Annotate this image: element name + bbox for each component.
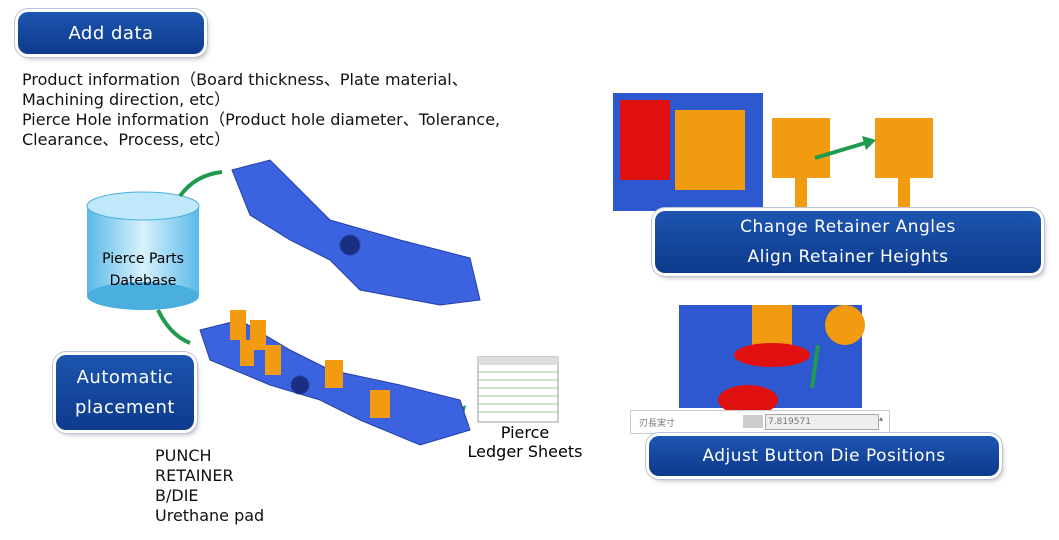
field-label: 刃長実寸	[639, 419, 676, 429]
info-text: Product information（Board thickness、Plat…	[22, 70, 500, 150]
part-item: RETAINER	[155, 466, 234, 485]
spinner-icon[interactable]: ▴	[879, 414, 884, 423]
ledger-label: Pierce Ledger Sheets	[460, 423, 590, 461]
auto-line: Automatic	[76, 366, 174, 388]
part-item: PUNCH	[155, 446, 212, 465]
info-line: Clearance、Process, etc）	[22, 130, 231, 149]
field-mode-icon[interactable]	[743, 415, 763, 428]
info-line: Pierce Hole information（Product hole dia…	[22, 110, 501, 129]
retainer-line: Change Retainer Angles	[740, 217, 956, 237]
info-line: Machining direction, etc）	[22, 90, 231, 109]
retainer-parts-icon	[230, 310, 390, 418]
button-die-image	[679, 305, 865, 415]
part-item: Urethane pad	[155, 506, 265, 525]
add-data-button: Add data	[18, 12, 204, 54]
part-item: B/DIE	[155, 486, 199, 505]
database-label-line: Datebase	[109, 273, 177, 289]
database-label: Pierce Parts Datebase	[87, 248, 199, 292]
ledger-line: Pierce	[500, 423, 550, 442]
database-icon	[86, 191, 200, 310]
add-data-label: Add data	[68, 22, 154, 44]
ledger-sheet-icon	[477, 356, 559, 423]
automatic-placement-button: Automatic placement	[56, 355, 194, 430]
parts-list: PUNCH RETAINER B/DIE Urethane pad	[155, 446, 264, 526]
info-line: Product information（Board thickness、Plat…	[22, 70, 468, 89]
retainer-line: Align Retainer Heights	[747, 247, 949, 267]
button-die-label: Adjust Button Die Positions	[702, 446, 946, 466]
button-die-button: Adjust Button Die Positions	[649, 436, 999, 476]
arrow-icon	[156, 309, 191, 345]
arrow-icon	[178, 170, 223, 198]
retainer-button: Change Retainer Angles Align Retainer He…	[655, 211, 1041, 273]
retainer-angle-image	[613, 93, 933, 211]
auto-line: placement	[74, 396, 175, 418]
ledger-line: Ledger Sheets	[467, 442, 583, 461]
field-value-input[interactable]: 7.819571	[765, 414, 879, 430]
database-label-line: Pierce Parts	[102, 251, 184, 267]
length-field-row: 刃長実寸 7.819571 ▴	[630, 410, 890, 434]
panel-part-top-icon	[231, 159, 481, 306]
